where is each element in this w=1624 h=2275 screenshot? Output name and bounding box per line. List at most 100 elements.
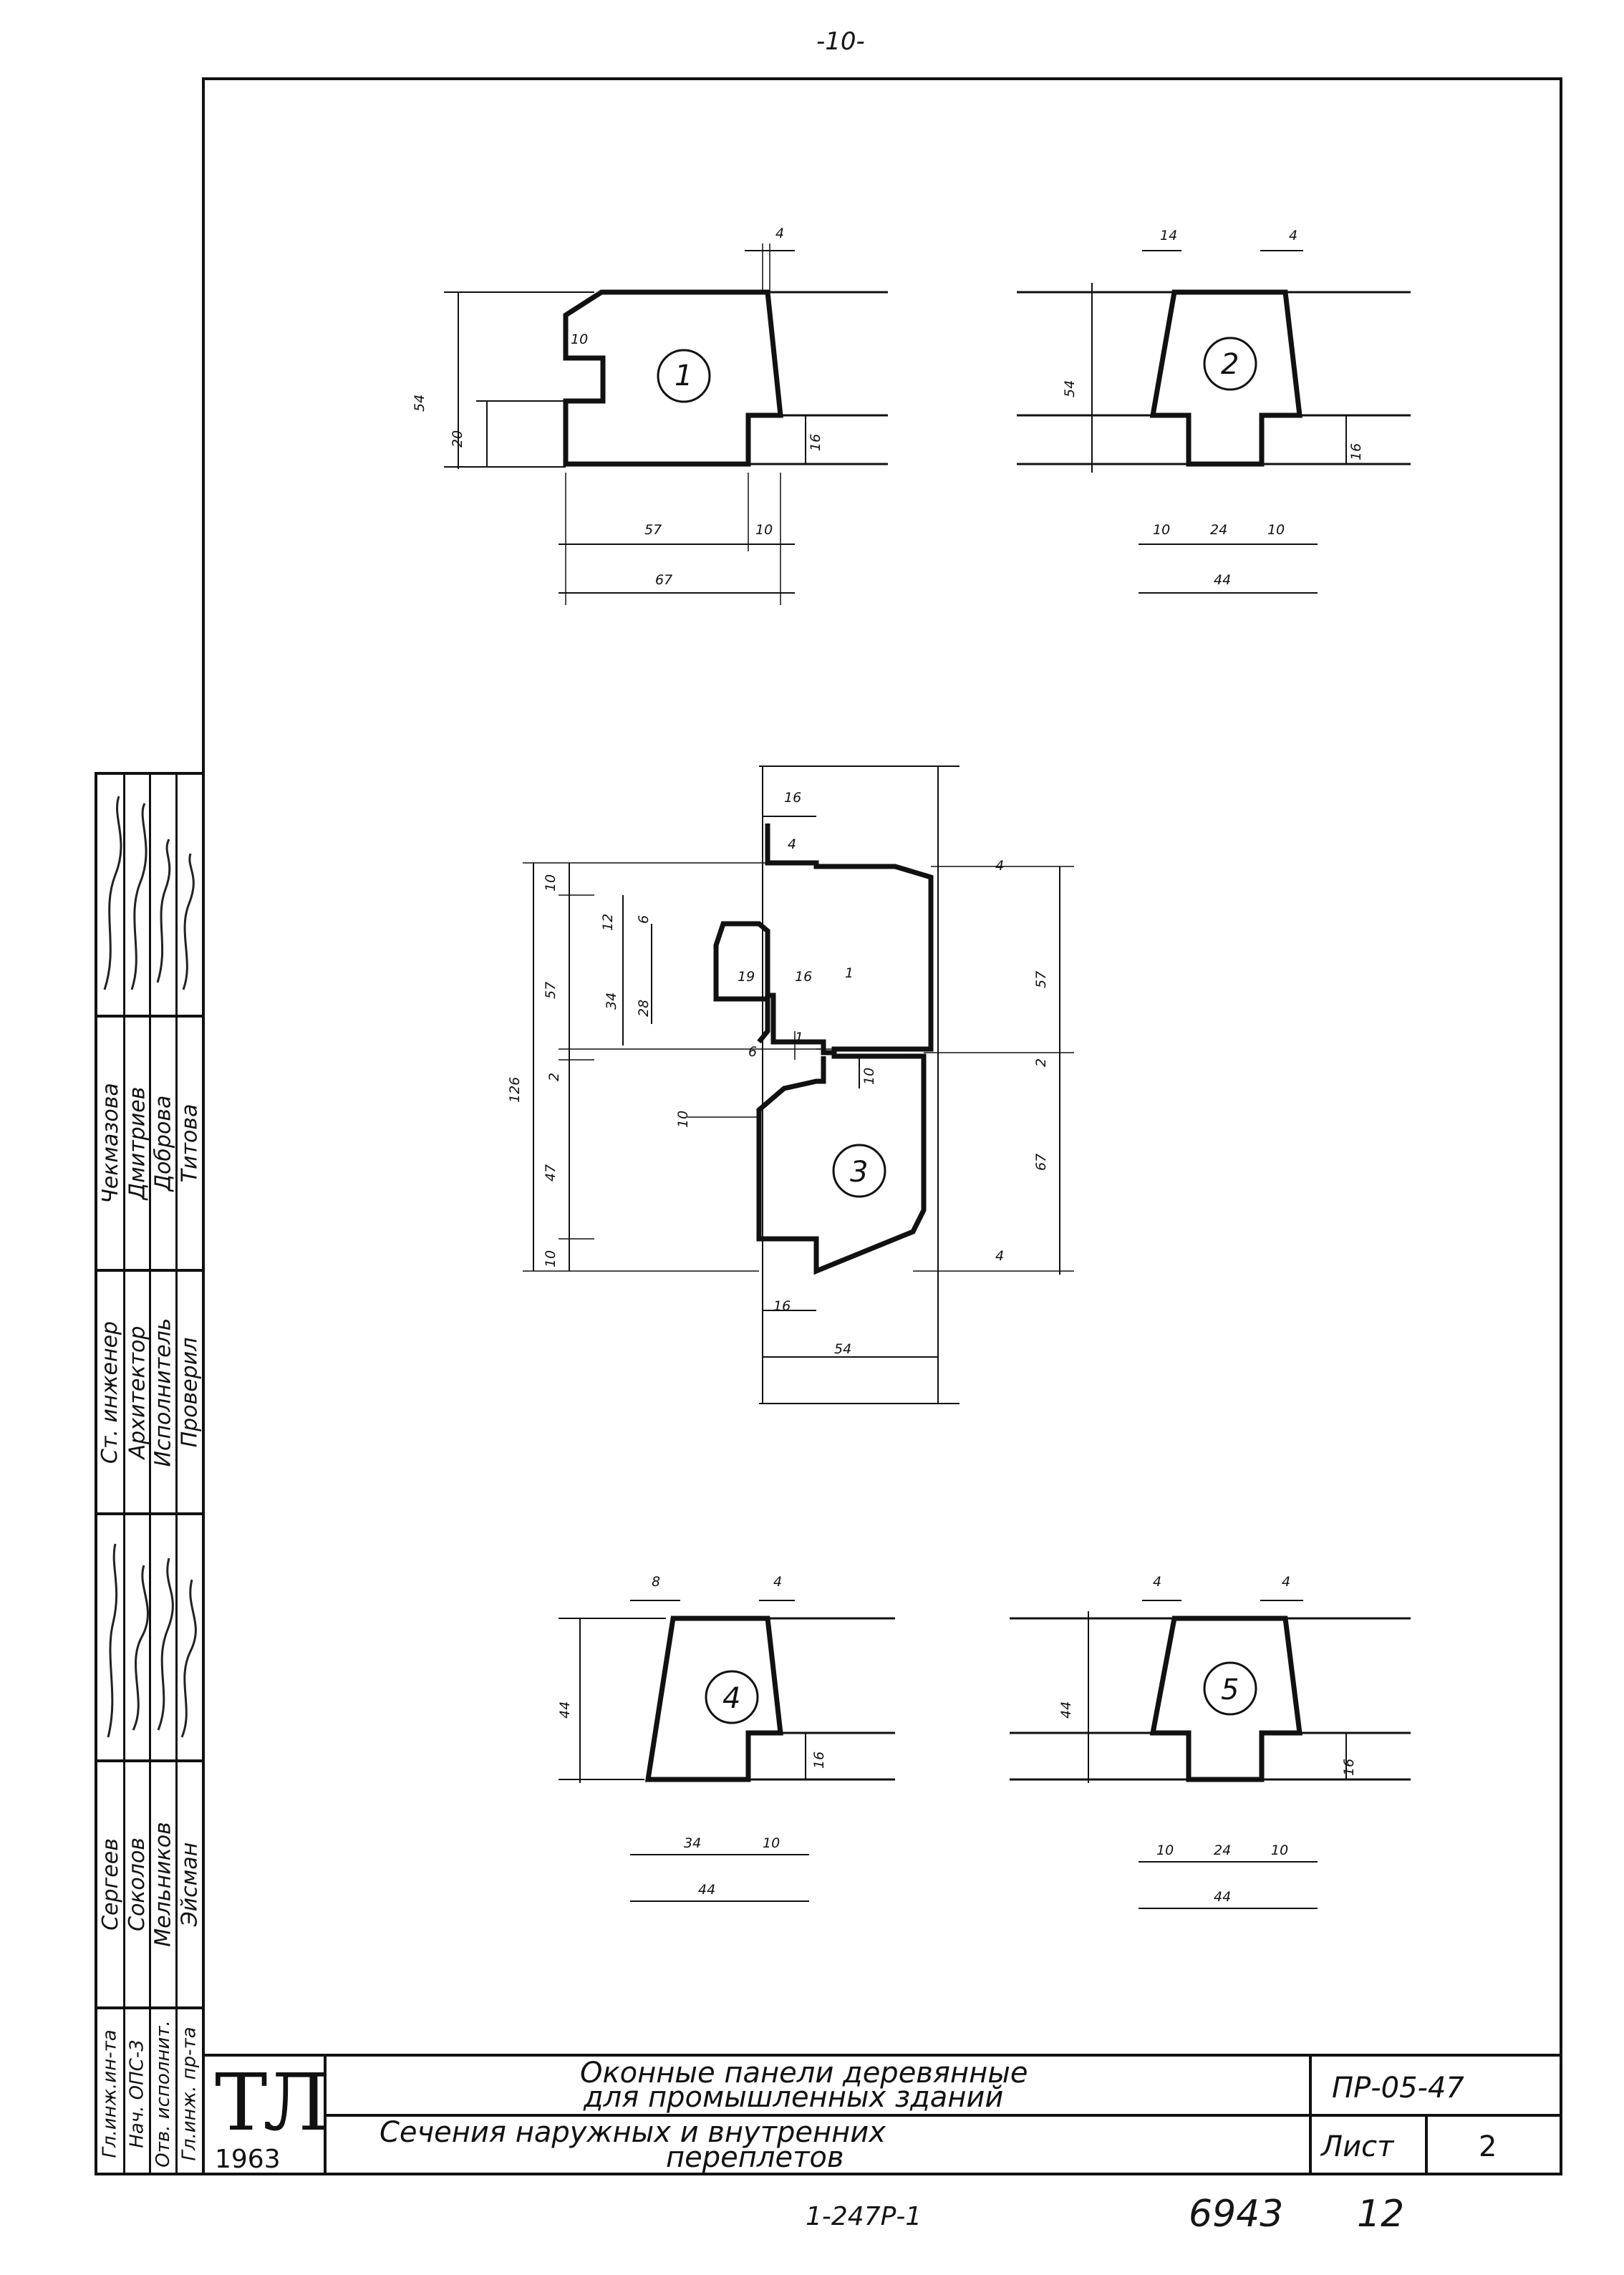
section-4 (559, 1600, 895, 1902)
dim-3-e: 6 (636, 915, 652, 924)
archive-number: 6943 (1189, 2193, 1284, 2236)
dim-3-r: 47 (543, 1164, 559, 1182)
dim-4-e: 34 (684, 1835, 701, 1851)
dim-3-y: 67 (1033, 1154, 1049, 1171)
section-2-marker (1203, 337, 1257, 391)
dim-5-e: 10 (1156, 1842, 1174, 1858)
dim-1-a: 4 (775, 226, 784, 241)
staff-name-right-3: Доброва (150, 1095, 176, 1192)
dim-5-g: 10 (1271, 1842, 1288, 1858)
staff-name-right-2: Дмитриев (125, 1086, 150, 1200)
dim-5-d: 16 (1341, 1759, 1357, 1776)
dim-3-c: 10 (543, 874, 559, 892)
signatures-right (97, 775, 205, 1015)
staff-name-left-2: Соколов (125, 1837, 150, 1931)
dim-5-b: 4 (1282, 1574, 1290, 1590)
section-3-marker (832, 1144, 886, 1198)
dim-3-a: 16 (784, 790, 801, 806)
dim-3-l: 126 (507, 1077, 523, 1103)
staff-position-right-4: Проверил (177, 1337, 203, 1447)
dim-3-w: 57 (1033, 971, 1049, 988)
dim-4-d: 16 (811, 1752, 827, 1769)
section-1-marker (657, 349, 711, 403)
section-5-marker (1203, 1661, 1257, 1716)
dim-3-j: 1 (845, 965, 854, 981)
sheet-label: Лист (1321, 2130, 1394, 2163)
title-line-2: для промышленных зданий (584, 2081, 1004, 2114)
section-2-label: 2 (1221, 348, 1239, 381)
dim-2-f: 24 (1210, 522, 1227, 538)
staff-position-left-3: Отв. исполнит. (153, 2020, 174, 2168)
dim-3-v: 4 (995, 858, 1004, 874)
dim-3-t: 16 (773, 1298, 791, 1314)
dim-1-g: 10 (755, 522, 773, 538)
staff-position-left-4: Гл.инж. пр-та (179, 2027, 200, 2161)
staff-name-left-3: Мельников (150, 1822, 176, 1947)
staff-position-right-3: Исполнитель (150, 1318, 176, 1467)
drawing-frame (202, 77, 1562, 2175)
dim-3-x: 2 (1033, 1058, 1049, 1067)
section-5-label: 5 (1221, 1673, 1239, 1706)
dim-3-n: 6 (748, 1044, 757, 1060)
staff-name-right-4: Титова (177, 1103, 203, 1183)
sheet-number: 2 (1479, 2130, 1497, 2163)
dim-1-c: 10 (571, 332, 588, 347)
dim-1-e: 16 (808, 434, 823, 451)
dim-3-q: 10 (861, 1068, 877, 1085)
staff-name-left-1: Сергеев (97, 1838, 123, 1931)
section-1-label: 1 (675, 359, 692, 392)
dim-4-g: 44 (698, 1882, 715, 1898)
dim-1-d: 20 (450, 430, 465, 448)
document-code: ПР-05-47 (1332, 2072, 1464, 2105)
dim-3-m: 2 (546, 1073, 562, 1081)
section-3-label: 3 (850, 1156, 868, 1189)
staff-table: Чекмазова Дмитриев Доброва Титова Ст. ин… (95, 772, 205, 2175)
dim-2-h: 44 (1214, 572, 1231, 588)
section-4-marker (705, 1670, 759, 1724)
dim-2-c: 54 (1062, 380, 1078, 397)
section-3 (523, 765, 1074, 1404)
dim-3-b: 4 (788, 836, 796, 852)
section-5 (1010, 1600, 1411, 1909)
section-1 (444, 243, 888, 605)
dim-5-f: 24 (1214, 1842, 1231, 1858)
year: 1963 (215, 2145, 281, 2174)
dim-2-e: 10 (1153, 522, 1170, 538)
section-1-profile (563, 289, 783, 467)
dim-5-a: 4 (1153, 1574, 1161, 1590)
dim-3-s: 10 (543, 1250, 559, 1267)
section-2 (1017, 250, 1411, 594)
dim-3-o: 1 (795, 1030, 803, 1045)
dim-2-d: 16 (1348, 443, 1364, 460)
dim-3-f: 34 (604, 992, 619, 1010)
staff-name-left-4: Эйсман (177, 1842, 203, 1927)
series-number: 1-247Р-1 (806, 2202, 922, 2231)
dim-3-p: 10 (675, 1111, 691, 1128)
dim-3-i: 16 (795, 969, 812, 985)
dim-2-b: 4 (1289, 228, 1297, 243)
staff-name-right-1: Чекмазова (97, 1083, 123, 1204)
staff-position-right-1: Ст. инженер (97, 1320, 123, 1464)
dim-3-z: 4 (995, 1248, 1004, 1264)
logo: ТЛ (215, 2057, 329, 2148)
archive-page: 12 (1357, 2193, 1405, 2236)
dim-1-b: 54 (412, 395, 427, 412)
page-number: -10- (816, 27, 865, 56)
dim-2-a: 14 (1160, 228, 1177, 243)
dim-1-h: 67 (655, 572, 672, 588)
section-4-label: 4 (722, 1682, 740, 1715)
dim-3-k: 57 (543, 982, 559, 999)
section-4-profile (644, 1615, 783, 1782)
dim-5-c: 44 (1058, 1701, 1074, 1719)
dim-3-d: 12 (600, 914, 616, 931)
subtitle-line-2: переплетов (666, 2141, 844, 2174)
staff-position-left-2: Нач. ОПС-3 (126, 2039, 148, 2148)
staff-position-right-2: Архитектор (125, 1325, 150, 1459)
section-3-upper-profile (713, 823, 934, 1056)
staff-position-left-1: Гл.инж.ин-та (100, 2029, 121, 2158)
dim-4-f: 10 (763, 1835, 780, 1851)
section-3-lower-profile (756, 1053, 927, 1275)
dim-2-g: 10 (1267, 522, 1285, 538)
